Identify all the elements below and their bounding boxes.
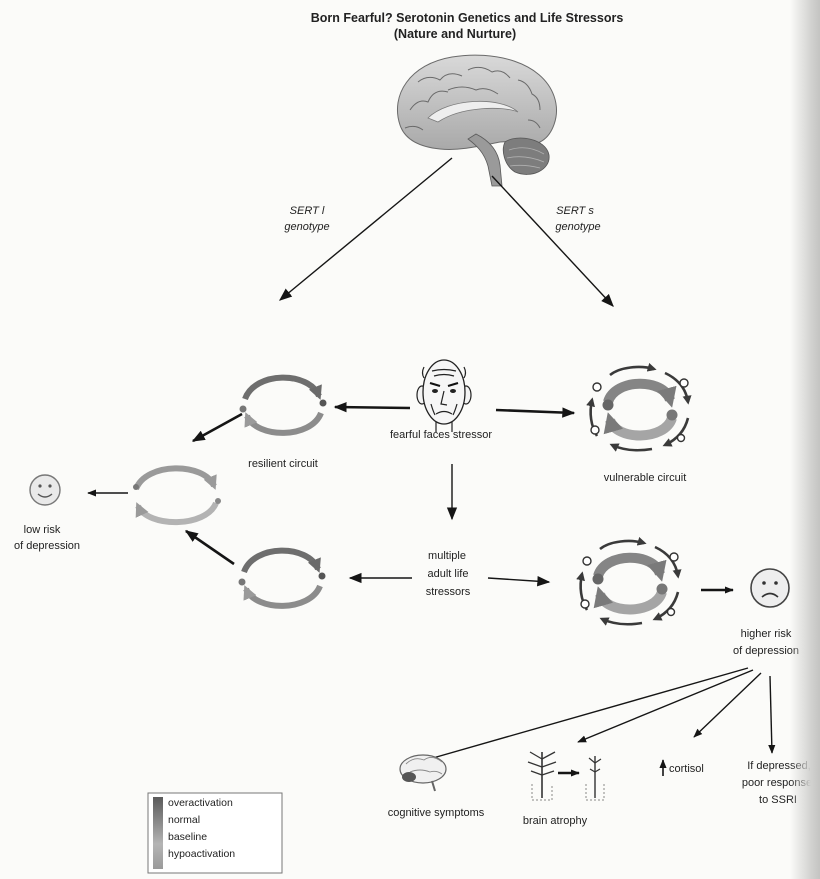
higher-risk-label: higher risk bbox=[741, 628, 792, 640]
arrow-to-cognitive bbox=[419, 668, 748, 762]
fearful-faces-stressor-label: fearful faces stressor bbox=[390, 429, 492, 441]
arrow-adult-to-vulnerable bbox=[488, 578, 549, 582]
legend-gradient-bar bbox=[153, 797, 163, 869]
legend-item-normal: normal bbox=[168, 814, 200, 826]
sert-l-genotype-label: genotype bbox=[284, 221, 329, 233]
arrow-stressor-to-resilient bbox=[335, 407, 410, 408]
fearful-face-icon bbox=[417, 360, 471, 432]
resilient-circuit-combined bbox=[133, 468, 221, 522]
resilient-circuit-top bbox=[240, 378, 327, 433]
brain-atrophy-label: brain atrophy bbox=[523, 815, 588, 827]
sert-s-genotype-label: genotype bbox=[555, 221, 600, 233]
multiple-label: multiple bbox=[428, 550, 466, 562]
vulnerable-circuit-label: vulnerable circuit bbox=[604, 472, 687, 484]
figure-subtitle: (Nature and Nurture) bbox=[394, 27, 516, 41]
figure-title: Born Fearful? Serotonin Genetics and Lif… bbox=[311, 11, 624, 25]
legend-item-baseline: baseline bbox=[168, 831, 207, 843]
arrow-resilient-to-combined bbox=[193, 414, 242, 441]
legend-item-overactivation: overactivation bbox=[168, 797, 233, 809]
cognitive-symptoms-label: cognitive symptoms bbox=[388, 807, 485, 819]
low-risk-label: low risk bbox=[24, 524, 61, 536]
arrow-to-sert-s bbox=[492, 176, 613, 306]
cognitive-brain-icon bbox=[400, 755, 446, 791]
sad-face-icon bbox=[751, 569, 789, 607]
resilient-circuit-label: resilient circuit bbox=[248, 458, 318, 470]
arrow-resilient-2-to-combined bbox=[186, 531, 234, 564]
sert-s-label: SERT s bbox=[556, 205, 594, 217]
scan-edge-shadow bbox=[790, 0, 820, 879]
neuron-atrophied-icon bbox=[586, 756, 604, 800]
vulnerable-circuit-top bbox=[591, 367, 688, 450]
stressors-label: stressors bbox=[426, 586, 471, 598]
brain-illustration bbox=[397, 55, 556, 186]
arrow-to-ssri bbox=[770, 676, 772, 753]
happy-face-icon bbox=[30, 475, 60, 505]
sert-l-label: SERT l bbox=[290, 205, 325, 217]
legend-item-hypoactivation: hypoactivation bbox=[168, 848, 235, 860]
resilient-circuit-bottom bbox=[239, 551, 326, 606]
legend: overactivation normal baseline hypoactiv… bbox=[148, 793, 282, 873]
low-risk-depression-label: of depression bbox=[14, 540, 80, 552]
neuron-healthy-icon bbox=[528, 752, 556, 800]
arrow-to-cortisol bbox=[694, 673, 761, 737]
vulnerable-circuit-bottom bbox=[581, 541, 678, 624]
arrow-stressor-to-vulnerable bbox=[496, 410, 574, 413]
cortisol-label: cortisol bbox=[669, 763, 704, 775]
adult-life-label: adult life bbox=[428, 568, 469, 580]
